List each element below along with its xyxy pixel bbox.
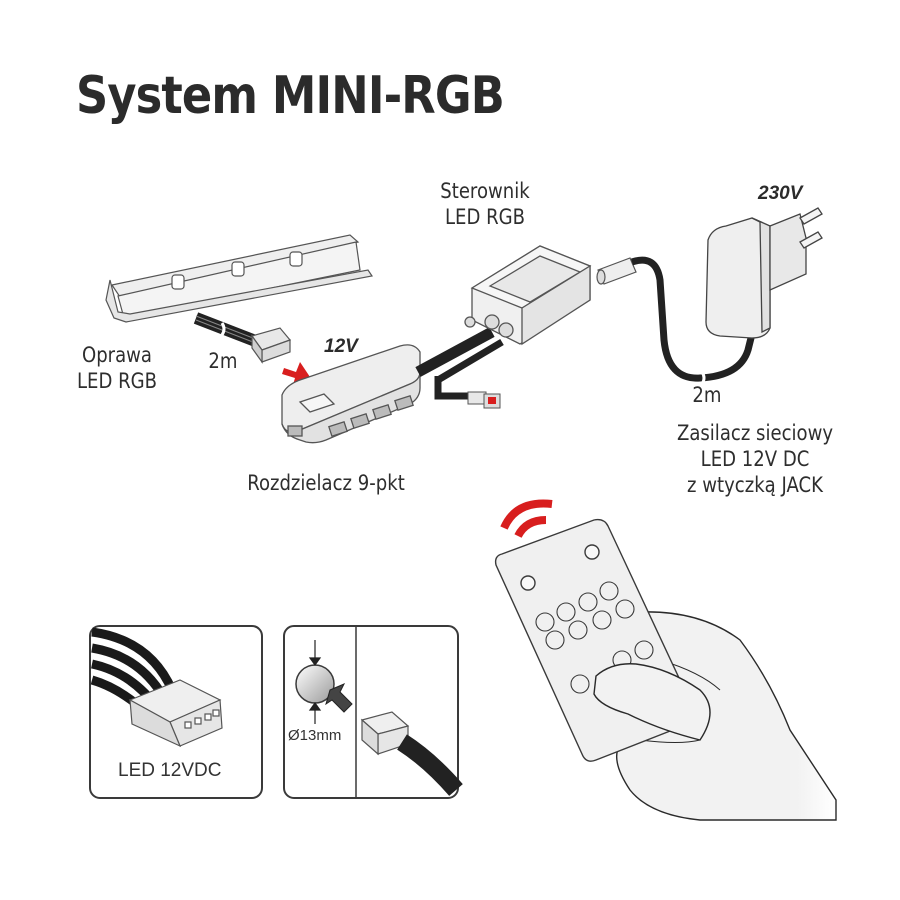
power-supply-label: Zasilacz sieciowy LED 12V DC z wtyczką J… (673, 420, 836, 498)
low-voltage-label: 12V (324, 336, 358, 357)
cable-break (700, 371, 706, 385)
controller-label-line2: LED RGB (444, 205, 526, 229)
connector-box-label: LED 12VDC (118, 760, 222, 781)
fixture-cable (193, 312, 261, 348)
controller-cables (415, 327, 504, 400)
controller (464, 245, 592, 346)
power-supply-label-line2: LED 12V DC (700, 447, 810, 471)
fixture-label-line2: LED RGB (76, 369, 158, 393)
fixture-cable-length: 2m (208, 349, 238, 373)
fixture-label-line1: Oprawa (81, 343, 153, 367)
power-supply-label-line3: z wtyczką JACK (687, 473, 823, 497)
psu-cable-length: 2m (692, 383, 722, 407)
psu-cable (630, 256, 756, 382)
mounting-detail-box (283, 625, 463, 799)
diameter-label: Ø13mm (288, 727, 342, 744)
push-arrow-icon (325, 683, 353, 713)
controller-label: Sterownik LED RGB (438, 178, 533, 230)
ir-receiver-connector (467, 391, 501, 409)
dc-jack (596, 257, 637, 285)
fixture-connector (251, 327, 292, 364)
splitter (281, 344, 421, 444)
page-title: System MINI-RGB (76, 66, 505, 126)
power-supply-label-line1: Zasilacz sieciowy (676, 421, 834, 445)
fixture-label: Oprawa LED RGB (70, 342, 165, 394)
led-fixture (105, 234, 374, 323)
mains-voltage-label: 230V (758, 183, 803, 204)
controller-label-line1: Sterownik (440, 179, 530, 203)
remote-thumb (593, 663, 711, 741)
splitter-label: Rozdzielacz 9-pkt (247, 471, 405, 495)
connector-detail-box (89, 625, 263, 799)
wireless-signal-icon (500, 499, 553, 538)
power-supply (705, 207, 823, 339)
